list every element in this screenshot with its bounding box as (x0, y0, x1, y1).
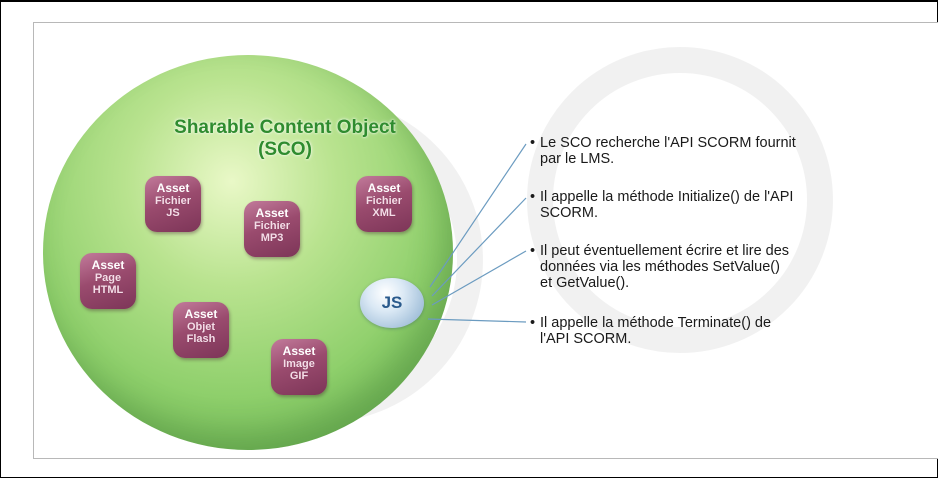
asset-sub2: GIF (289, 370, 309, 382)
sphere-title-line1: Sharable Content Object (174, 117, 396, 138)
connector-line-4 (427, 318, 527, 323)
bullet-line: Il peut éventuellement écrire et lire de… (540, 243, 790, 259)
bullet-line: SCORM. (540, 205, 598, 221)
bullet-marker: • (530, 243, 536, 259)
connector-line-1 (429, 143, 527, 288)
asset-fichier-xml: Asset Fichier XML (356, 176, 412, 232)
asset-sub1: Image (283, 358, 315, 370)
sphere-title: Sharable Content Object (SCO) (150, 117, 420, 161)
bullet-line: l'API SCORM. (540, 331, 632, 347)
bullet-line: par le LMS. (540, 151, 615, 167)
bullet-line: Il appelle la méthode Initialize() de l'… (540, 189, 794, 205)
asset-title: Asset (282, 344, 316, 358)
js-bubble: JS (360, 278, 424, 328)
connector-line-2 (431, 197, 527, 297)
bullet-line: données via les méthodes SetValue() (540, 259, 780, 275)
list-item: • Il peut éventuellement écrire et lire … (530, 243, 905, 291)
sphere-title-line2: (SCO) (258, 139, 312, 160)
list-item: • Il appelle la méthode Terminate() de l… (530, 315, 905, 347)
bullet-marker: • (530, 135, 536, 151)
asset-title: Asset (184, 307, 218, 321)
list-item: • Le SCO recherche l'API SCORM fournit p… (530, 135, 905, 167)
js-label: JS (381, 293, 403, 312)
asset-image-gif: Asset Image GIF (271, 339, 327, 395)
bullet-line: et GetValue(). (540, 275, 630, 291)
asset-sub2: JS (166, 207, 180, 219)
asset-sub2: XML (372, 207, 396, 219)
asset-fichier-mp3: Asset Fichier MP3 (244, 201, 300, 257)
asset-sub1: Fichier (365, 195, 403, 207)
asset-title: Asset (91, 258, 125, 272)
bullet-line: Le SCO recherche l'API SCORM fournit (540, 135, 796, 151)
asset-sub2: Flash (186, 333, 216, 345)
connector-line-3 (431, 250, 527, 306)
asset-sub1: Page (94, 272, 122, 284)
asset-title: Asset (156, 181, 190, 195)
bullet-marker: • (530, 315, 536, 331)
asset-sub2: HTML (92, 284, 124, 296)
asset-sub1: Fichier (154, 195, 192, 207)
asset-title: Asset (367, 181, 401, 195)
asset-sub1: Objet (186, 321, 216, 333)
asset-page-html: Asset Page HTML (80, 253, 136, 309)
asset-fichier-js: Asset Fichier JS (145, 176, 201, 232)
bullet-marker: • (530, 189, 536, 205)
asset-title: Asset (255, 206, 289, 220)
asset-sub2: MP3 (260, 232, 284, 244)
bullet-line: Il appelle la méthode Terminate() de (540, 315, 772, 331)
list-item: • Il appelle la méthode Initialize() de … (530, 189, 905, 221)
asset-sub1: Fichier (253, 220, 291, 232)
asset-objet-flash: Asset Objet Flash (173, 302, 229, 358)
